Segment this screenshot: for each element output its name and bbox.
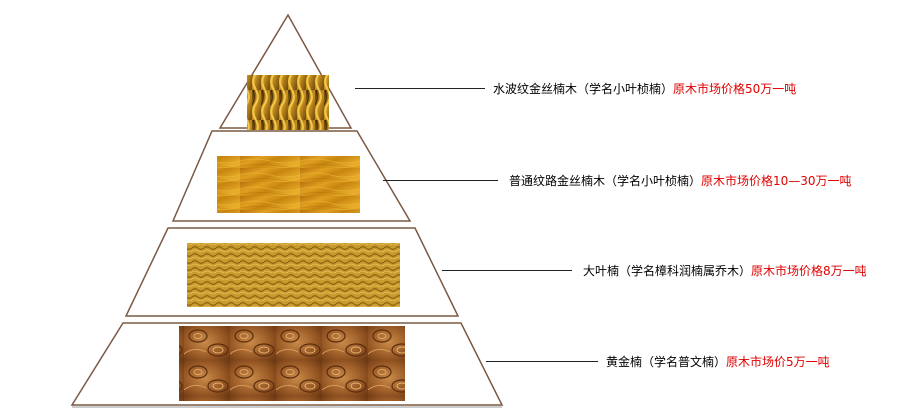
tier-2-price: 原木市场价格10—30万一吨 — [701, 174, 852, 188]
tier-1-label: 水波纹金丝楠木（学名小叶桢楠）原木市场价格50万一吨 — [493, 80, 796, 97]
tier-4-label: 黄金楠（学名普文楠）原木市场价5万一吨 — [606, 353, 830, 370]
tier-3-label: 大叶楠（学名樟科润楠属乔木）原木市场价格8万一吨 — [583, 262, 867, 279]
pyramid-tier-2 — [171, 130, 412, 222]
tier-2-name: 普通纹路金丝楠木（学名小叶桢楠） — [509, 174, 702, 188]
leader-line-tier-3 — [442, 270, 572, 271]
leader-line-tier-1 — [355, 88, 485, 89]
tier-4-price: 原木市场价5万一吨 — [726, 355, 830, 369]
wood-sample-plain-figured — [217, 156, 360, 213]
tier-4-name: 黄金楠（学名普文楠） — [606, 355, 727, 369]
tier-1-price: 原木市场价格50万一吨 — [673, 82, 797, 96]
pyramid-tier-4 — [70, 322, 504, 406]
tier-3-name: 大叶楠（学名樟科润楠属乔木） — [583, 264, 752, 278]
tier-3-price: 原木市场价格8万一吨 — [751, 264, 867, 278]
leader-line-tier-2 — [383, 180, 498, 181]
pyramid-tier-3 — [124, 227, 460, 317]
leader-line-tier-4 — [486, 361, 598, 362]
wood-sample-wave-figured — [247, 75, 329, 130]
tier-1-name: 水波纹金丝楠木（学名小叶桢楠） — [493, 82, 674, 96]
wood-sample-burl — [179, 326, 405, 401]
tier-2-label: 普通纹路金丝楠木（学名小叶桢楠）原木市场价格10—30万一吨 — [509, 172, 852, 189]
wood-sample-ripple-grain — [187, 243, 400, 307]
